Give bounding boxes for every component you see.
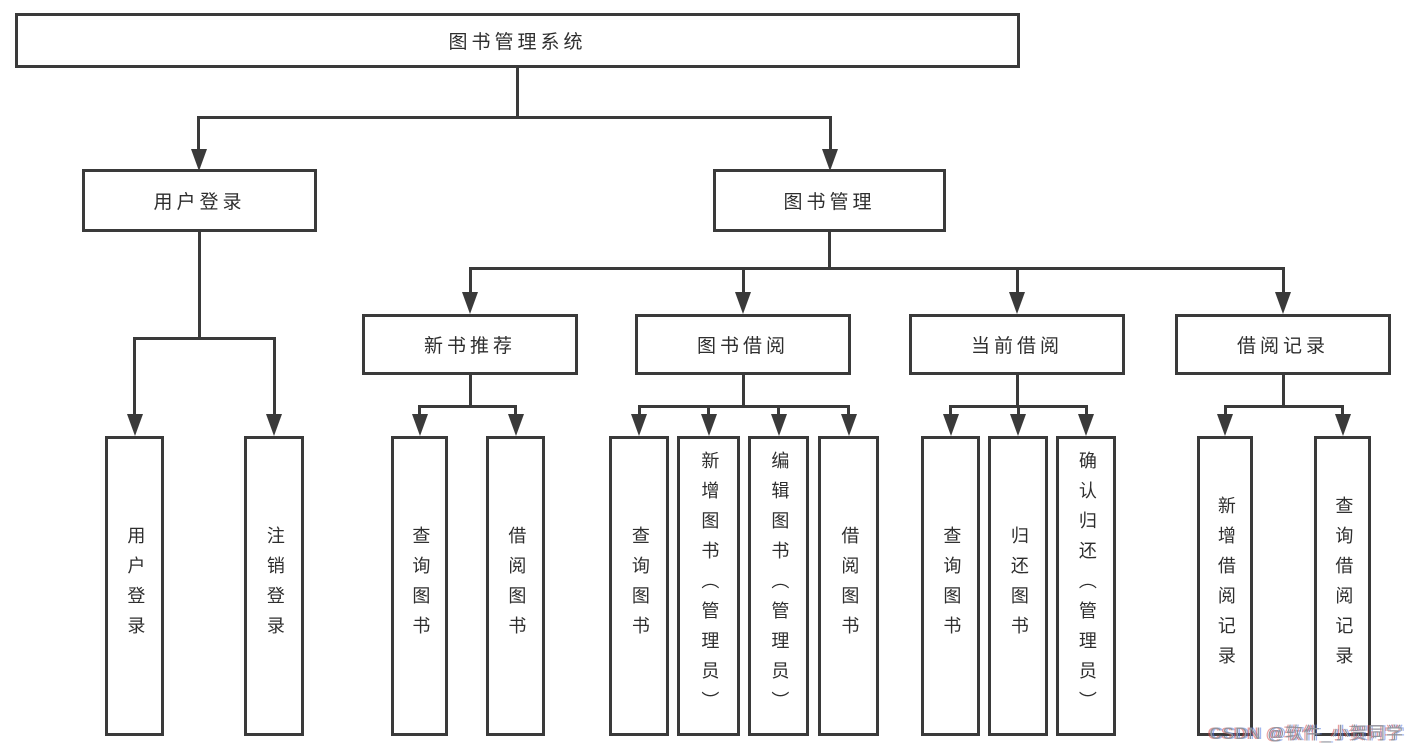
arrowhead-to-logout-leaf <box>266 414 282 436</box>
node-leaf-user-login: 用户登录 <box>105 436 164 736</box>
node-label: 当前借阅 <box>970 336 1063 357</box>
arrowhead-to-book-borrow <box>735 292 751 314</box>
connector-current-stub-line <box>1015 267 1019 293</box>
node-label: 新增借阅记录 <box>1215 496 1236 676</box>
node-leaf-query-books-borrow: 查询图书 <box>609 436 669 736</box>
node-label: 编辑图书（管理员） <box>769 451 790 721</box>
node-label: 确认归还（管理员） <box>1076 451 1097 721</box>
connector-recommend-rail-line <box>418 405 517 408</box>
node-label: 注销登录 <box>264 526 285 646</box>
node-label: 查询图书 <box>410 526 431 646</box>
node-label: 用户登录 <box>153 192 246 213</box>
connector-book-management-drop-line <box>828 232 831 268</box>
connector-user-login-stub-line <box>197 116 200 150</box>
node-label: 查询借阅记录 <box>1333 496 1354 676</box>
arrowhead-to-book-management <box>822 149 838 171</box>
node-label: 借阅图书 <box>839 526 860 646</box>
arrowhead-to-new-book-recommend <box>462 292 478 314</box>
connector-stub-line <box>1084 405 1088 414</box>
node-leaf-borrow-books-recommend: 借阅图书 <box>486 436 545 736</box>
node-leaf-edit-books-admin: 编辑图书（管理员） <box>748 436 809 736</box>
arrowhead-to-login-leaf <box>126 414 143 436</box>
node-leaf-query-books-current: 查询图书 <box>921 436 980 736</box>
node-label: 图书管理系统 <box>448 32 587 53</box>
arrowhead-to-edit-books <box>770 414 787 436</box>
node-borrow-records: 借阅记录 <box>1175 314 1391 375</box>
connector-stub-line <box>514 405 517 414</box>
arrowhead-to-add-record <box>1217 414 1233 436</box>
connector-borrow-drop-line <box>741 375 745 406</box>
node-user-login: 用户登录 <box>82 169 317 232</box>
connector-logout-leaf-stub-line <box>272 337 276 414</box>
connector-stub-line <box>847 405 850 414</box>
node-current-borrow: 当前借阅 <box>909 314 1125 375</box>
connector-root-rail-line <box>197 116 832 119</box>
connector-borrow-rail-line <box>637 405 850 408</box>
arrowhead-to-user-login <box>190 149 207 171</box>
arrowhead-to-query-record <box>1334 414 1351 436</box>
csdn-watermark: CSDN @软件_小贺同学 <box>1209 724 1404 743</box>
connector-stub-line <box>1341 405 1344 414</box>
connector-recommend-drop-line <box>468 375 472 406</box>
connector-stub-line <box>707 405 710 414</box>
arrowhead-to-borrow-records <box>1275 292 1291 314</box>
node-book-borrow: 图书借阅 <box>635 314 851 375</box>
node-label: 图书借阅 <box>696 336 789 357</box>
arrowhead-to-confirm-return <box>1078 414 1094 436</box>
connector-stub-line <box>949 405 952 414</box>
connector-login-leaf-stub-line <box>133 337 136 414</box>
arrowhead-to-query-books <box>942 414 959 436</box>
arrowhead-to-query-books <box>631 414 647 436</box>
node-leaf-return-books: 归还图书 <box>988 436 1048 736</box>
connector-user-login-drop-line <box>197 232 201 339</box>
arrowhead-to-query-books <box>411 414 428 436</box>
node-label: 借阅图书 <box>506 526 527 646</box>
connector-records-rail-line <box>1223 405 1344 408</box>
arrowhead-to-borrow-books <box>507 414 524 436</box>
arrowhead-to-borrow-books <box>840 414 857 436</box>
node-label: 图书管理 <box>783 192 876 213</box>
connector-records-stub-line <box>1281 267 1285 293</box>
connector-records-drop-line <box>1281 375 1285 406</box>
connector-stub-line <box>1016 405 1020 414</box>
connector-current-drop-line <box>1015 375 1019 406</box>
arrowhead-to-add-books <box>700 414 717 436</box>
connector-stub-line <box>777 405 780 414</box>
node-label: 查询图书 <box>629 526 650 646</box>
node-leaf-add-borrow-record: 新增借阅记录 <box>1197 436 1253 736</box>
node-label: 归还图书 <box>1008 526 1029 646</box>
arrowhead-to-current-borrow <box>1009 292 1025 314</box>
connector-user-login-rail-line <box>133 337 276 340</box>
node-leaf-confirm-return-admin: 确认归还（管理员） <box>1056 436 1116 736</box>
node-book-management: 图书管理 <box>713 169 946 232</box>
node-leaf-logout: 注销登录 <box>244 436 304 736</box>
connector-borrow-stub-line <box>741 267 745 293</box>
connector-stub-line <box>637 405 641 414</box>
node-new-book-recommend: 新书推荐 <box>362 314 578 375</box>
node-library-management-system: 图书管理系统 <box>15 13 1020 68</box>
node-leaf-borrow-books: 借阅图书 <box>818 436 879 736</box>
connector-book-management-rail-line <box>468 267 1285 270</box>
node-leaf-add-books-admin: 新增图书（管理员） <box>677 436 740 736</box>
node-label: 用户登录 <box>125 526 146 646</box>
node-label: 新增图书（管理员） <box>699 451 720 721</box>
node-label: 新书推荐 <box>423 336 516 357</box>
connector-stub-line <box>1223 405 1227 414</box>
connector-book-management-stub-line <box>828 116 832 150</box>
node-label: 借阅记录 <box>1236 336 1329 357</box>
node-label: 查询图书 <box>941 526 962 646</box>
connector-stub-line <box>418 405 421 414</box>
node-leaf-query-books-recommend: 查询图书 <box>391 436 448 736</box>
connector-root-drop-line <box>515 68 519 118</box>
node-leaf-query-borrow-record: 查询借阅记录 <box>1314 436 1371 736</box>
arrowhead-to-return-books <box>1010 414 1026 436</box>
connector-recommend-stub-line <box>468 267 472 293</box>
